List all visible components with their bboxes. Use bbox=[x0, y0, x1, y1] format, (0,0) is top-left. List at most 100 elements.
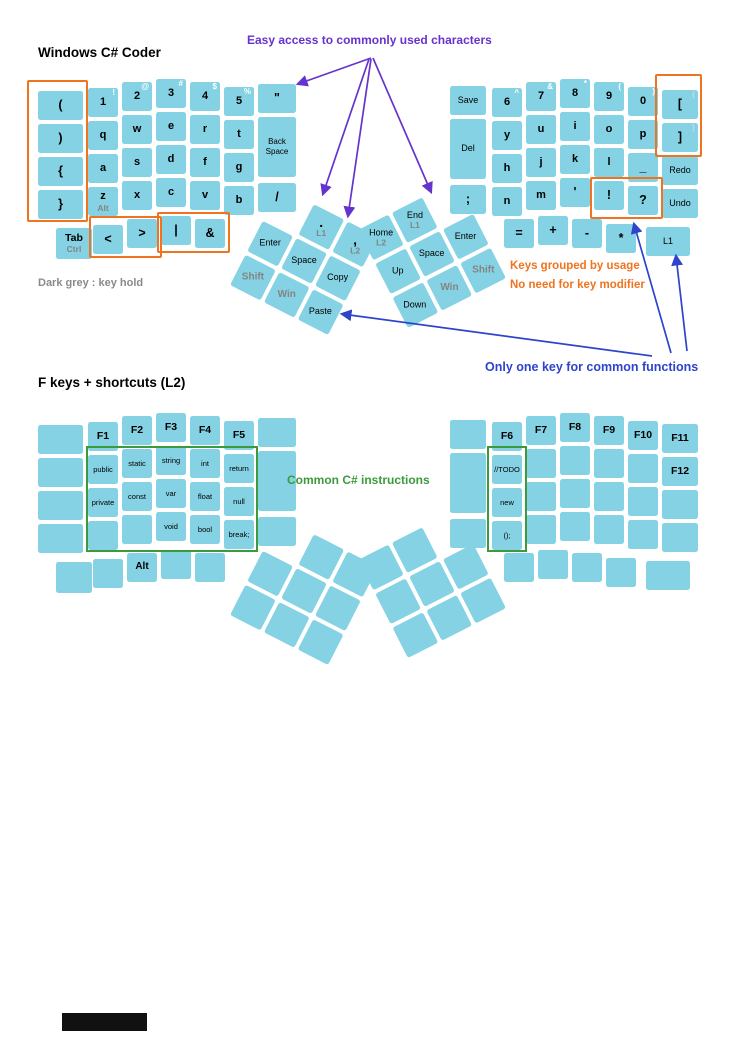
key-space: Space bbox=[409, 231, 455, 277]
key-blank bbox=[195, 553, 225, 582]
key-f3: F3 bbox=[156, 413, 186, 442]
key-3: #3 bbox=[156, 79, 186, 108]
key-blank bbox=[662, 523, 698, 552]
key-5: %5 bbox=[224, 87, 254, 116]
annotation-dark-grey-key-hold: Dark grey : key hold bbox=[38, 277, 144, 289]
key-blank bbox=[258, 418, 296, 447]
key-blank bbox=[247, 550, 294, 597]
key-up: Up bbox=[375, 248, 421, 295]
key-blank bbox=[560, 446, 590, 475]
key-paste: Paste bbox=[297, 289, 344, 335]
key-f12: F12 bbox=[662, 457, 698, 486]
key-v: v bbox=[190, 181, 220, 210]
key-blank bbox=[606, 558, 636, 587]
annotation-one-key-common-functions: Only one key for common functions bbox=[485, 360, 699, 374]
key-enter: Enter bbox=[442, 213, 489, 260]
key-f8: F8 bbox=[560, 413, 590, 442]
annotation-easy-access: Easy access to commonly used characters bbox=[247, 33, 492, 47]
key-blank bbox=[38, 458, 83, 487]
key-blank bbox=[375, 578, 421, 625]
key-equals: = bbox=[504, 219, 534, 248]
key-blank bbox=[298, 534, 345, 580]
key-d: d bbox=[156, 145, 186, 174]
key-f10: F10 bbox=[628, 421, 658, 450]
highlight-square-bracket-keys bbox=[655, 74, 702, 157]
key-blank bbox=[442, 543, 489, 590]
key-alt: Alt bbox=[127, 553, 157, 582]
key-m: m bbox=[526, 181, 556, 210]
footer-ink-mark bbox=[62, 1013, 147, 1031]
key-asterisk: * bbox=[606, 224, 636, 253]
key-blank bbox=[450, 519, 486, 548]
highlight-angle-bracket-keys bbox=[89, 216, 162, 258]
key-g: g bbox=[224, 153, 254, 182]
highlight-exclamation-question-keys bbox=[590, 177, 663, 219]
key-6: ^6 bbox=[492, 88, 522, 117]
key-blank bbox=[646, 561, 690, 590]
key-a: a bbox=[88, 154, 118, 183]
key-blank bbox=[560, 479, 590, 508]
key-0: )0 bbox=[628, 87, 658, 116]
key-blank bbox=[594, 515, 624, 544]
key-x: x bbox=[122, 181, 152, 210]
key-2: @2 bbox=[122, 82, 152, 111]
key-8: *8 bbox=[560, 79, 590, 108]
key-blank bbox=[426, 595, 473, 641]
key-blank bbox=[450, 420, 486, 449]
key-blank bbox=[526, 515, 556, 544]
highlight-pipe-ampersand-keys bbox=[157, 212, 230, 253]
key-blank bbox=[358, 544, 404, 591]
key-blank bbox=[628, 487, 658, 516]
key-7: &7 bbox=[526, 82, 556, 111]
key-blank bbox=[594, 449, 624, 478]
key-w: w bbox=[122, 115, 152, 144]
title-main-layer: Windows C# Coder bbox=[38, 45, 161, 60]
key-down: Down bbox=[392, 282, 439, 329]
key-slash: / bbox=[258, 183, 296, 212]
key-n: n bbox=[492, 187, 522, 216]
key-quote: " bbox=[258, 84, 296, 113]
key-win: Win bbox=[263, 271, 310, 318]
key-redo: Redo bbox=[662, 156, 698, 185]
highlight-parens-braces-group bbox=[27, 80, 88, 222]
key-shift: Shift bbox=[230, 254, 276, 301]
key-blank bbox=[332, 551, 379, 598]
title-l2-layer: F keys + shortcuts (L2) bbox=[38, 375, 186, 390]
key-blank bbox=[628, 454, 658, 483]
key-apostrophe: ' bbox=[560, 178, 590, 207]
key-u: u bbox=[526, 115, 556, 144]
key-t: t bbox=[224, 120, 254, 149]
key-enter: Enter bbox=[247, 220, 294, 267]
key-blank bbox=[297, 619, 344, 665]
key-semicolon: ; bbox=[450, 185, 486, 214]
annotation-keys-grouped-by-usage: Keys grouped by usage bbox=[510, 260, 640, 272]
key-blank bbox=[526, 482, 556, 511]
key-b: b bbox=[224, 186, 254, 215]
key-blank bbox=[450, 453, 486, 513]
key-blank bbox=[560, 512, 590, 541]
key-i: i bbox=[560, 112, 590, 141]
key-e: e bbox=[156, 112, 186, 141]
key-f7: F7 bbox=[526, 416, 556, 445]
key-c: c bbox=[156, 178, 186, 207]
key-q: q bbox=[88, 121, 118, 150]
key-blank bbox=[263, 601, 310, 648]
key-blank bbox=[391, 527, 438, 574]
annotation-no-key-modifier: No need for key modifier bbox=[510, 279, 645, 291]
key-blank bbox=[504, 553, 534, 582]
key-blank bbox=[161, 550, 191, 579]
purple-arrow-fan bbox=[295, 57, 433, 219]
key-copy: Copy bbox=[315, 255, 361, 302]
key-r: r bbox=[190, 115, 220, 144]
key-blank bbox=[526, 449, 556, 478]
key-blank bbox=[38, 491, 83, 520]
key-save: Save bbox=[450, 86, 486, 115]
key-blank bbox=[38, 524, 83, 553]
key-blank bbox=[662, 490, 698, 519]
key-y: y bbox=[492, 121, 522, 150]
